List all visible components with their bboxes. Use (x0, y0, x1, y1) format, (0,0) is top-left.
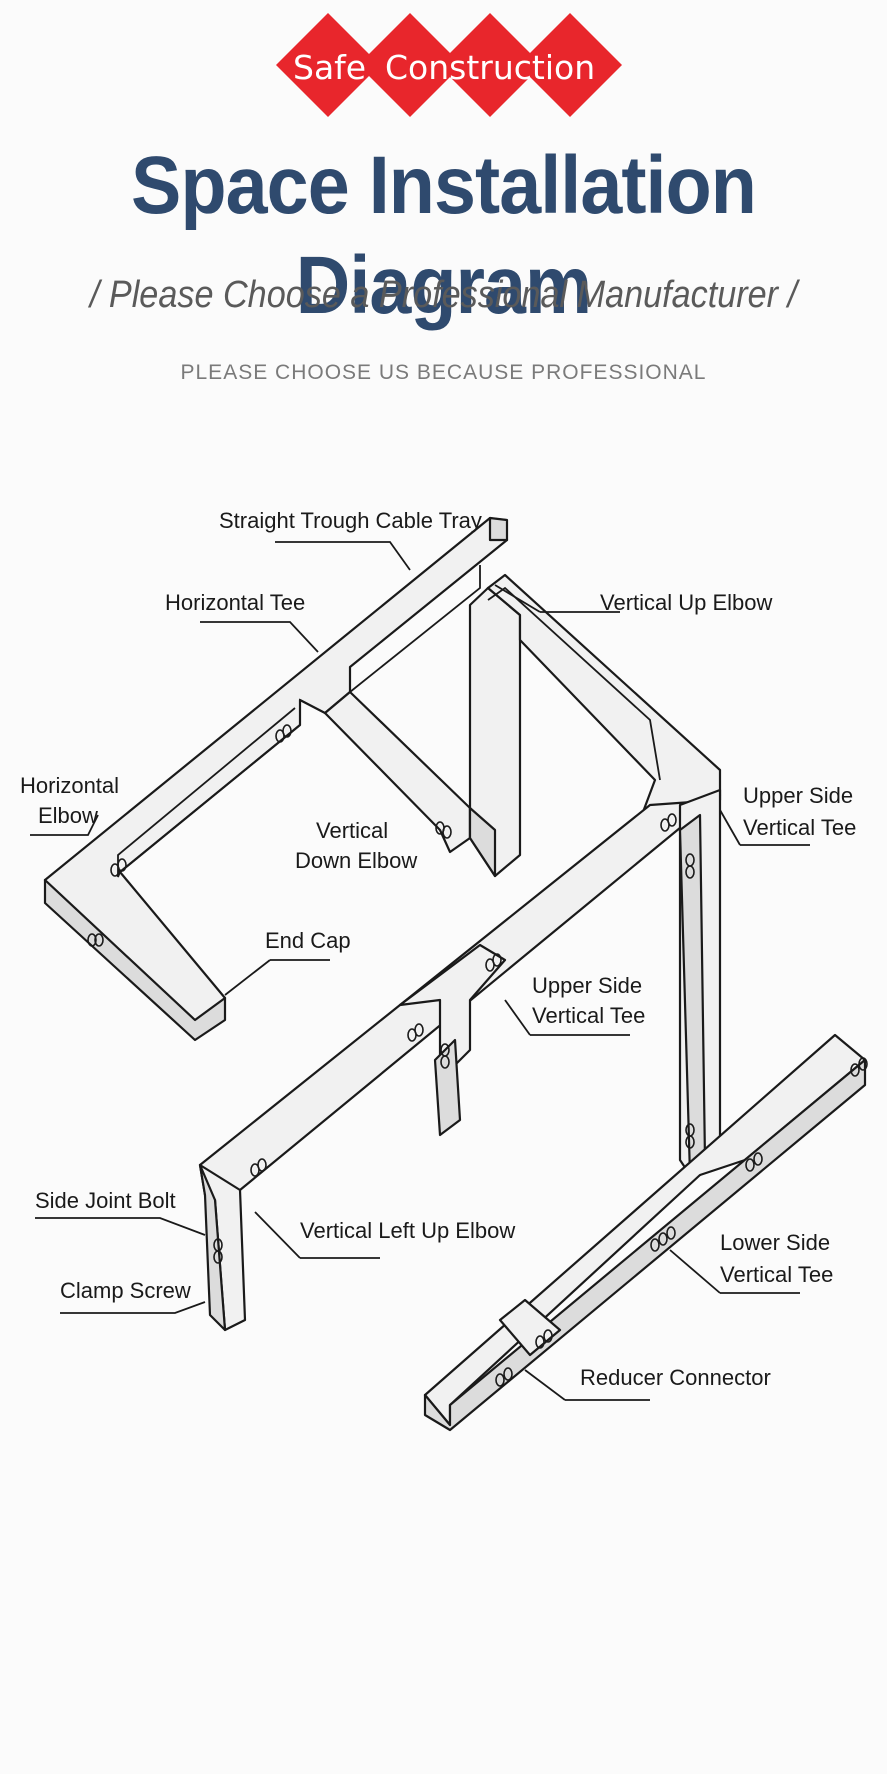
label-upper-side-vertical-tee-a-line1: Upper Side (743, 783, 853, 808)
label-upper-side-vertical-tee-b-line1: Upper Side (532, 973, 642, 998)
side-joint-holes-upper (87, 724, 452, 947)
label-lower-side-vertical-tee-line2: Vertical Tee (720, 1262, 833, 1287)
label-side-joint-bolt: Side Joint Bolt (35, 1188, 176, 1213)
horizontal-tray-assembly (43, 516, 509, 1042)
badge-diamond-2 (358, 13, 462, 117)
vertical-up-elbow (486, 573, 722, 852)
label-reducer-connector: Reducer Connector (580, 1365, 771, 1390)
label-horizontal-tee: Horizontal Tee (165, 590, 305, 615)
label-horizontal-elbow-line2: Elbow (38, 803, 98, 828)
label-end-cap: End Cap (265, 928, 351, 953)
bottom-tray-assembly (423, 1033, 868, 1432)
vertical-down-elbow-side (468, 806, 497, 878)
safe-construction-badge (276, 13, 622, 117)
vertical-down-elbow (468, 586, 522, 878)
reducer-connector (498, 1298, 562, 1357)
vertical-left-up-elbow-side (198, 1163, 227, 1332)
straight-trough-end-face (488, 516, 509, 542)
page-tagline: PLEASE CHOOSE US BECAUSE PROFESSIONAL (180, 361, 707, 384)
component-labels: Straight Trough Cable Tray Horizontal Te… (20, 508, 856, 1390)
straight-trough-cable-tray (43, 516, 509, 1022)
label-horizontal-elbow-line1: Horizontal (20, 773, 119, 798)
label-vertical-up-elbow: Vertical Up Elbow (600, 590, 773, 615)
label-upper-side-vertical-tee-a-line2: Vertical Tee (743, 815, 856, 840)
page-subtitle: / Please Choose a Professional Manufactu… (89, 274, 798, 316)
label-vertical-down-elbow-line2: Down Elbow (295, 848, 417, 873)
badge-diamond-3 (438, 13, 542, 117)
lower-tray-holes (495, 1057, 868, 1387)
lower-tray-side-face (423, 1058, 867, 1432)
right-column-inner (678, 813, 707, 1177)
label-vertical-down-elbow-line1: Vertical (316, 818, 388, 843)
label-vertical-left-up-elbow: Vertical Left Up Elbow (300, 1218, 515, 1243)
badge-diamond-1 (276, 13, 380, 117)
lower-side-vertical-tee (423, 1033, 867, 1427)
badge-word-safe: Safe (293, 48, 367, 87)
badge-word-construction: Construction (385, 48, 596, 87)
page-title: Space Installation Diagram (131, 140, 757, 331)
lower-straight-tray (198, 793, 722, 1202)
label-straight-trough: Straight Trough Cable Tray (219, 508, 482, 533)
straight-trough-side (43, 878, 227, 1042)
upper-side-vertical-tee (398, 943, 507, 1082)
label-lower-side-vertical-tee-line1: Lower Side (720, 1230, 830, 1255)
vertical-left-up-elbow (198, 1163, 247, 1332)
leader-lines (30, 541, 810, 1401)
label-upper-side-vertical-tee-b-line2: Vertical Tee (532, 1003, 645, 1028)
badge-diamond-4 (518, 13, 622, 117)
tee-drop-leg (433, 1038, 462, 1137)
horizontal-tee (323, 690, 472, 854)
upper-side-vertical-tee-right (678, 788, 722, 1177)
side-joint-holes-lower (213, 813, 695, 1264)
lower-tray-assembly (198, 788, 722, 1332)
label-clamp-screw: Clamp Screw (60, 1278, 191, 1303)
vertical-elbow-assembly (468, 573, 722, 878)
badge-diamonds (276, 13, 622, 117)
